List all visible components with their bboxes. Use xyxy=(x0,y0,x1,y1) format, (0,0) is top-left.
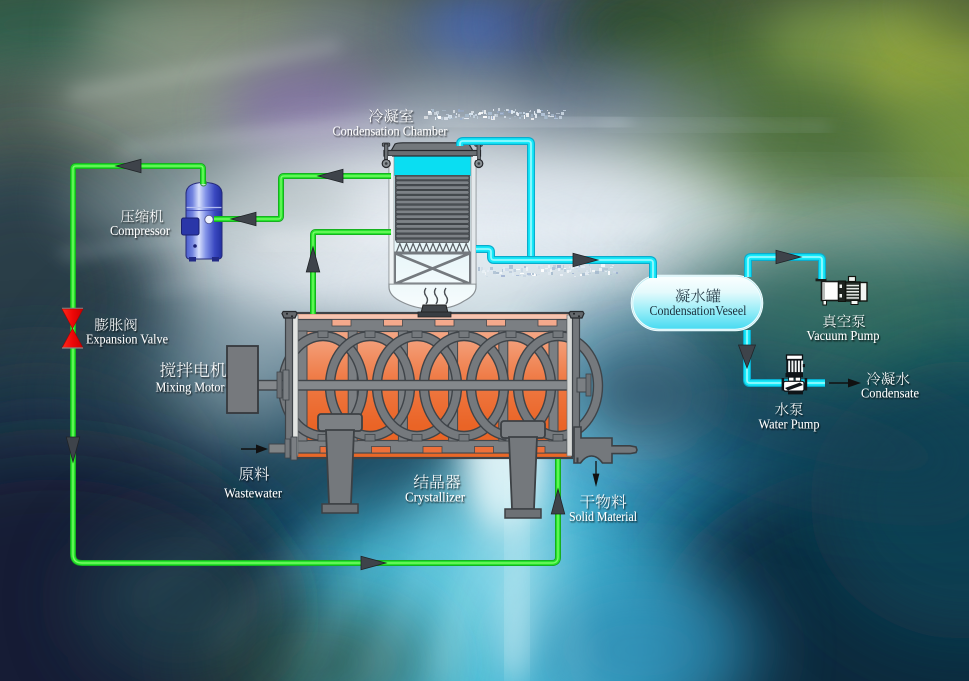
svg-text:Wastewater: Wastewater xyxy=(224,486,283,501)
svg-text:Expansion Valve: Expansion Valve xyxy=(86,332,168,347)
svg-text:Compressor: Compressor xyxy=(110,223,171,238)
svg-text:Mixing Motor: Mixing Motor xyxy=(156,380,226,395)
svg-text:CondensationVeseel: CondensationVeseel xyxy=(650,303,747,318)
svg-text:Condensation Chamber: Condensation Chamber xyxy=(333,124,449,139)
svg-text:Solid Material: Solid Material xyxy=(569,509,637,524)
svg-text:Water Pump: Water Pump xyxy=(759,417,820,432)
svg-text:Vacuum Pump: Vacuum Pump xyxy=(807,328,880,343)
svg-text:Crystallizer: Crystallizer xyxy=(405,490,466,505)
svg-text:Condensate: Condensate xyxy=(861,386,919,401)
